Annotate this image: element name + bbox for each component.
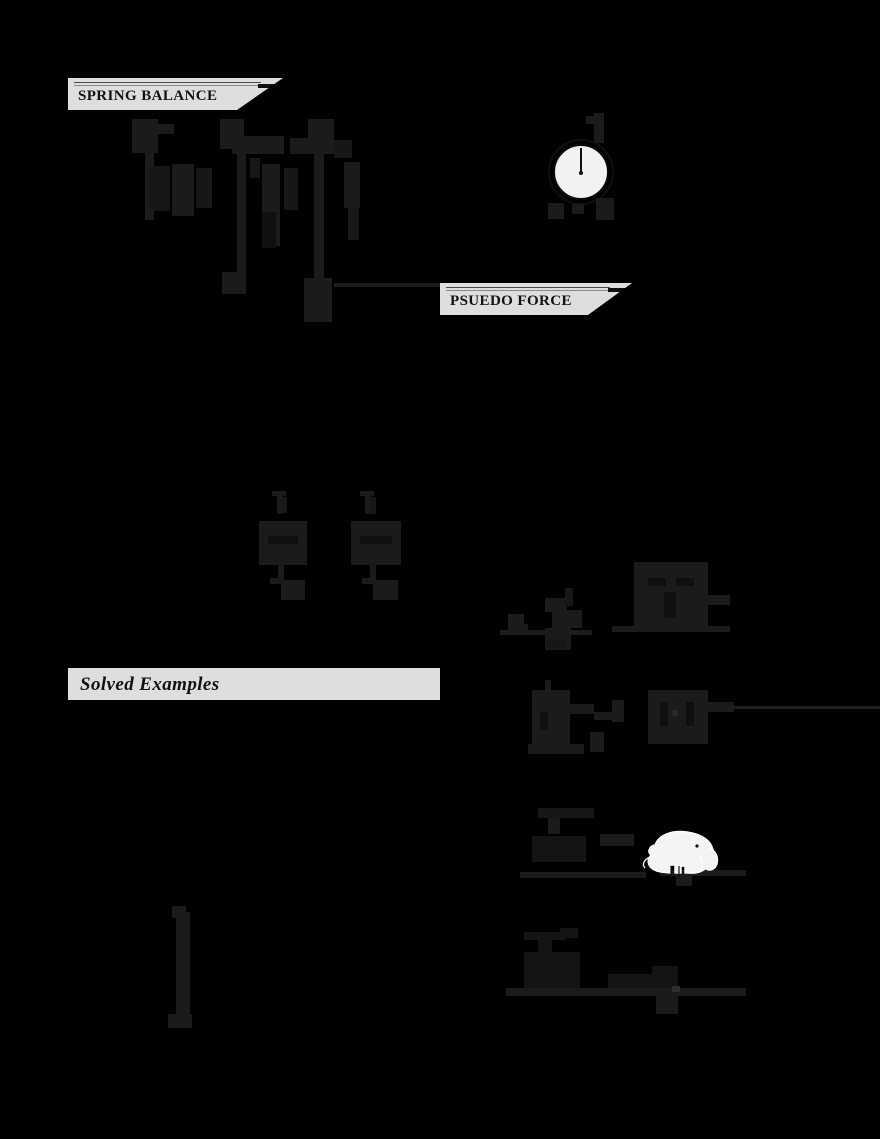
banner-rule-top <box>74 82 261 83</box>
section-banner-solved-examples: Solved Examples <box>68 668 440 700</box>
dial-needle <box>580 148 582 174</box>
section-title-solved-examples: Solved Examples <box>80 674 220 695</box>
section-title-psuedo-force: PSUEDO FORCE <box>450 293 572 309</box>
dial-hub <box>579 171 583 175</box>
section-banner-spring-balance: SPRING BALANCE <box>68 78 283 110</box>
banner-rule-top-2 <box>74 85 261 86</box>
banner-fold-icon <box>588 283 632 315</box>
banner-rule-top <box>446 287 610 288</box>
banner-fold-icon <box>237 78 283 110</box>
banner-rule-top-2 <box>446 290 610 291</box>
section-title-spring-balance: SPRING BALANCE <box>78 88 218 104</box>
section-banner-psuedo-force: PSUEDO FORCE <box>440 283 632 315</box>
elephant-icon <box>642 830 719 878</box>
figure-connector-rule <box>334 283 440 287</box>
